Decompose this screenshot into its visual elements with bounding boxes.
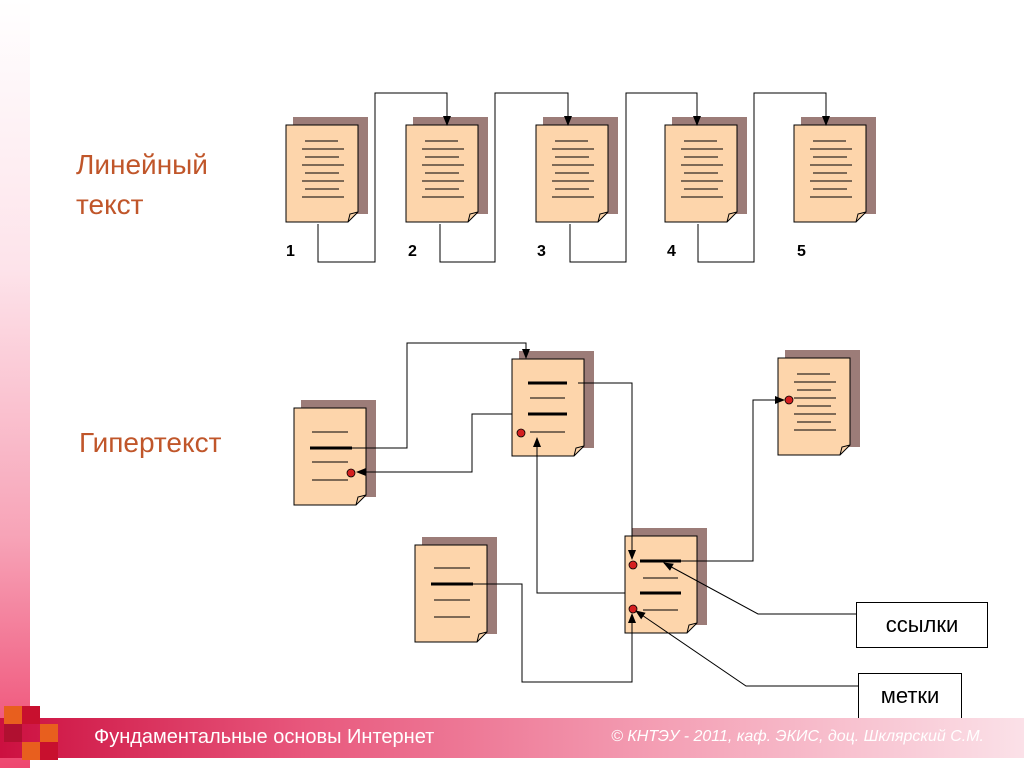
hypertext-title: Гипертекст [79, 427, 222, 458]
hyper-document-bottom-left [414, 537, 497, 643]
hyper-document-bottom-center [624, 528, 707, 634]
hyper-link-left-to-top [352, 342, 530, 449]
footer-credit: © КНТЭУ - 2011, каф. ЭКИС, доц. Шклярски… [611, 728, 984, 745]
linear-number-5: 5 [797, 243, 806, 260]
linear-connector-1-2 [317, 92, 451, 263]
callout-pointer-marks [635, 610, 858, 687]
footer-title: Фундаментальные основы Интернет [94, 726, 435, 748]
linear-text-title-line2: текст [76, 189, 144, 220]
label-links: ссылки [856, 602, 988, 648]
linear-document-1 [285, 117, 368, 223]
linear-document-3 [535, 117, 618, 223]
hyper-document-left [293, 400, 376, 506]
hyper-document-top [511, 351, 594, 457]
linear-connector-2-3 [439, 92, 572, 263]
hyper-link-top-to-bottom-center [578, 382, 636, 560]
linear-text-title: Линейный текст [76, 145, 276, 225]
hyper-link-top-to-left [356, 413, 512, 476]
linear-document-5 [793, 117, 876, 223]
callout-pointer-links [663, 562, 856, 615]
linear-text-title-line1: Линейный [76, 149, 208, 180]
footer-logo-mosaic [4, 706, 60, 762]
hyper-link-bottom-center-to-top [533, 437, 625, 594]
side-gradient-strip [0, 0, 30, 768]
hyper-document-right [777, 350, 860, 456]
linear-number-4: 4 [667, 243, 676, 260]
hyper-link-bottom-center-to-right [681, 396, 785, 562]
linear-number-2: 2 [408, 243, 417, 260]
hyper-link-bottom-left-to-center [473, 583, 636, 683]
linear-number-1: 1 [286, 243, 295, 260]
linear-document-2 [405, 117, 488, 223]
linear-connector-3-4 [569, 92, 701, 263]
label-marks: метки [858, 673, 962, 719]
linear-connector-4-5 [697, 92, 830, 263]
footer-bar [0, 718, 1024, 758]
linear-document-4 [664, 117, 747, 223]
linear-number-3: 3 [537, 243, 546, 260]
